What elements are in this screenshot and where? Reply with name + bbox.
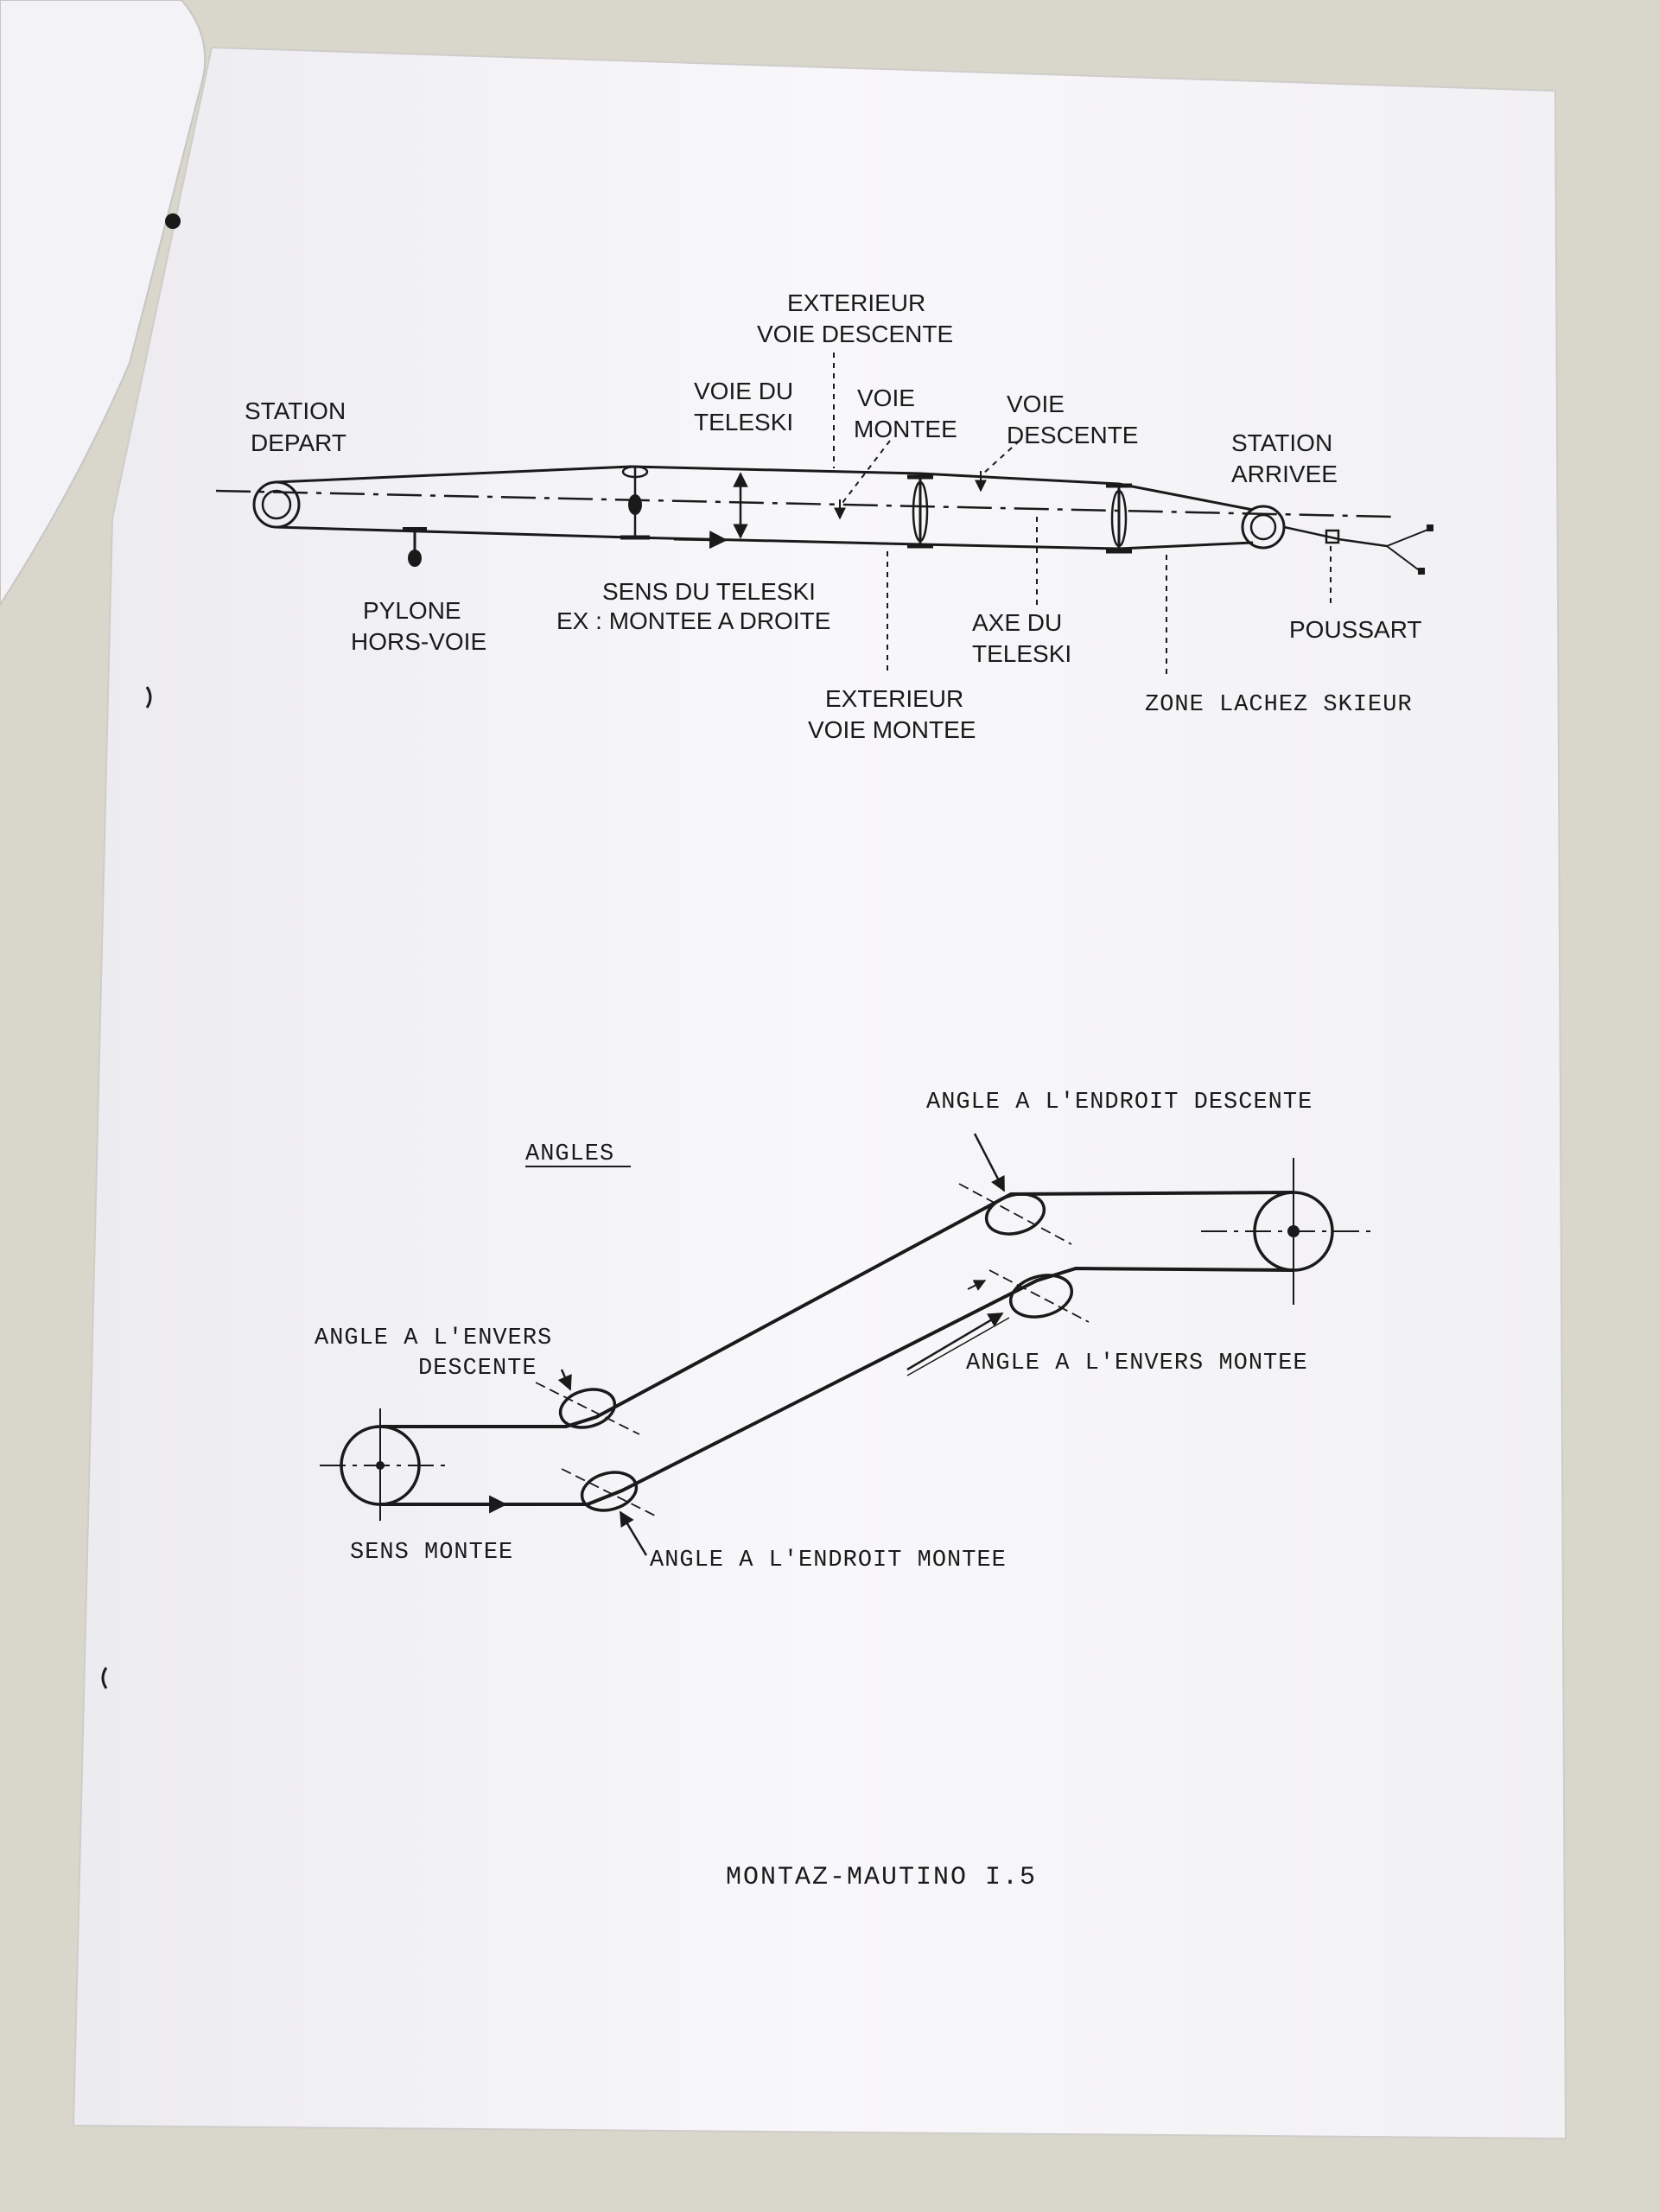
pointer-envers-descente xyxy=(557,1369,572,1391)
label-voie-montee: VOIE MONTEE xyxy=(854,385,957,442)
descente-cable xyxy=(274,465,1254,512)
sheave-angle-endroit-descente xyxy=(984,1192,1046,1236)
binding-hole xyxy=(165,213,181,229)
label-angle-endroit-montee: ANGLE A L'ENDROIT MONTEE xyxy=(650,1548,1007,1573)
sheave-axis xyxy=(958,1183,1072,1245)
angles-title: ANGLES xyxy=(525,1141,614,1167)
label-axe-du-teleski: AXE DU TELESKI xyxy=(972,609,1071,667)
label-sens-du-teleski: SENS DU TELESKI EX : MONTEE A DROITE xyxy=(556,578,830,634)
teleski-line-diagram: STATION DEPART PYLONE HORS-VOIE EXTERIEU… xyxy=(215,289,1433,743)
cable-montee xyxy=(380,1266,1294,1506)
binding-mark xyxy=(145,686,152,709)
teleski-axis-line xyxy=(215,489,1392,518)
sheave-angle-envers-montee xyxy=(1008,1274,1074,1319)
station-depart-wheel xyxy=(252,480,301,529)
label-exterieur-voie-montee: EXTERIEUR VOIE MONTEE xyxy=(808,685,976,743)
page-footer: MONTAZ-MAUTINO I.5 xyxy=(726,1863,1037,1892)
pylon-3 xyxy=(1106,483,1132,554)
poussart-symbol xyxy=(1283,524,1433,575)
label-angle-envers-descente: ANGLE A L'ENVERS DESCENTE xyxy=(315,1325,567,1382)
paper-sheet xyxy=(72,46,1567,2140)
label-zone-lachez-skieur: ZONE LACHEZ SKIEUR xyxy=(1145,692,1413,718)
leader-voie-descente xyxy=(982,440,1020,474)
pylon-2 xyxy=(907,474,933,549)
pylon-1 xyxy=(620,465,650,540)
cable-descente xyxy=(380,1191,1294,1428)
sheave-axis xyxy=(561,1468,658,1517)
label-voie-du-teleski: VOIE DU TELESKI xyxy=(694,378,800,435)
sheave-axis xyxy=(988,1269,1090,1323)
pointer-endroit-montee xyxy=(619,1510,648,1556)
label-voie-descente: VOIE DESCENTE xyxy=(1007,391,1138,448)
sheave-angle-envers-descente xyxy=(558,1388,617,1429)
pointer-envers-montee-3 xyxy=(967,1280,987,1291)
pointer-envers-montee-2 xyxy=(906,1317,1010,1376)
sheave-angle-endroit-montee xyxy=(580,1471,639,1512)
label-station-arrivee: STATION ARRIVEE xyxy=(1231,429,1339,487)
leader-voie-montee xyxy=(842,440,891,504)
label-poussart: POUSSART xyxy=(1289,616,1422,643)
label-station-depart: STATION DEPART xyxy=(245,397,353,456)
label-angle-envers-montee: ANGLE A L'ENVERS MONTEE xyxy=(966,1351,1308,1376)
label-exterieur-voie-descente: EXTERIEUR VOIE DESCENTE xyxy=(757,289,953,347)
label-sens-montee: SENS MONTEE xyxy=(350,1540,513,1566)
angles-diagram: ANGLES xyxy=(315,1090,1374,1573)
sens-arrow xyxy=(673,531,728,550)
page-flap xyxy=(0,0,207,607)
pointer-envers-montee xyxy=(906,1312,1004,1371)
pointer-endroit-descente xyxy=(973,1133,1006,1192)
binding-mark xyxy=(101,1667,108,1689)
label-pylone-hors-voie: PYLONE HORS-VOIE xyxy=(351,597,486,655)
sheave-axis xyxy=(535,1382,640,1435)
pylone-hors-voie-symbol xyxy=(403,527,427,567)
label-angle-endroit-descente: ANGLE A L'ENDROIT DESCENTE xyxy=(926,1090,1313,1116)
